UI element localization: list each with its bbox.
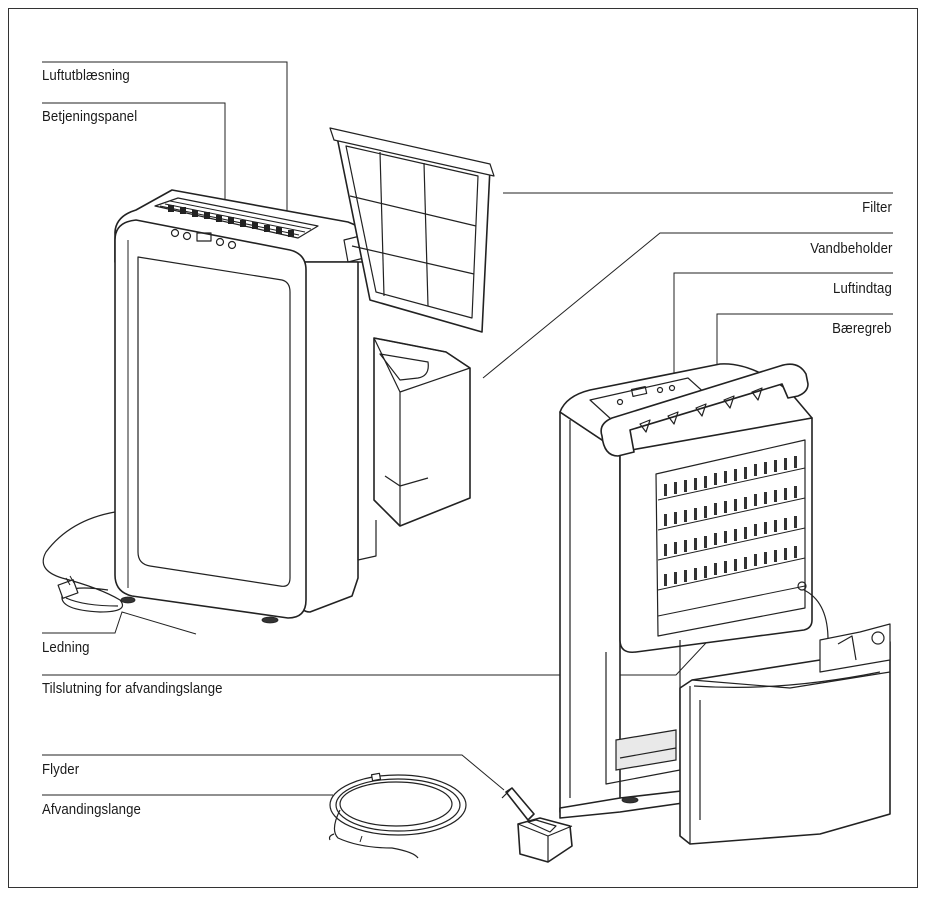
label-float: Flyder: [42, 761, 80, 778]
label-filter: Filter: [862, 199, 892, 216]
label-air-outlet: Luftutblæsning: [42, 67, 130, 84]
label-air-inlet: Luftindtag: [833, 280, 892, 297]
leader-lines: [42, 61, 893, 796]
drain-hose-part: [328, 772, 467, 859]
float-part: [501, 787, 573, 863]
label-handle: Bæregreb: [832, 320, 892, 337]
filter-part: [329, 127, 495, 333]
dehumidifier-rear-unit: [559, 363, 891, 845]
label-drain-hose: Afvandingslange: [42, 801, 141, 818]
water-tank-part: [357, 337, 471, 561]
label-drain-connection: Tilslutning for afvandingslange: [42, 680, 223, 697]
label-control-panel: Betjeningspanel: [42, 108, 138, 125]
label-water-tank: Vandbeholder: [809, 240, 892, 257]
label-power-cord: Ledning: [42, 639, 90, 656]
dehumidifier-front-unit: [42, 189, 371, 624]
